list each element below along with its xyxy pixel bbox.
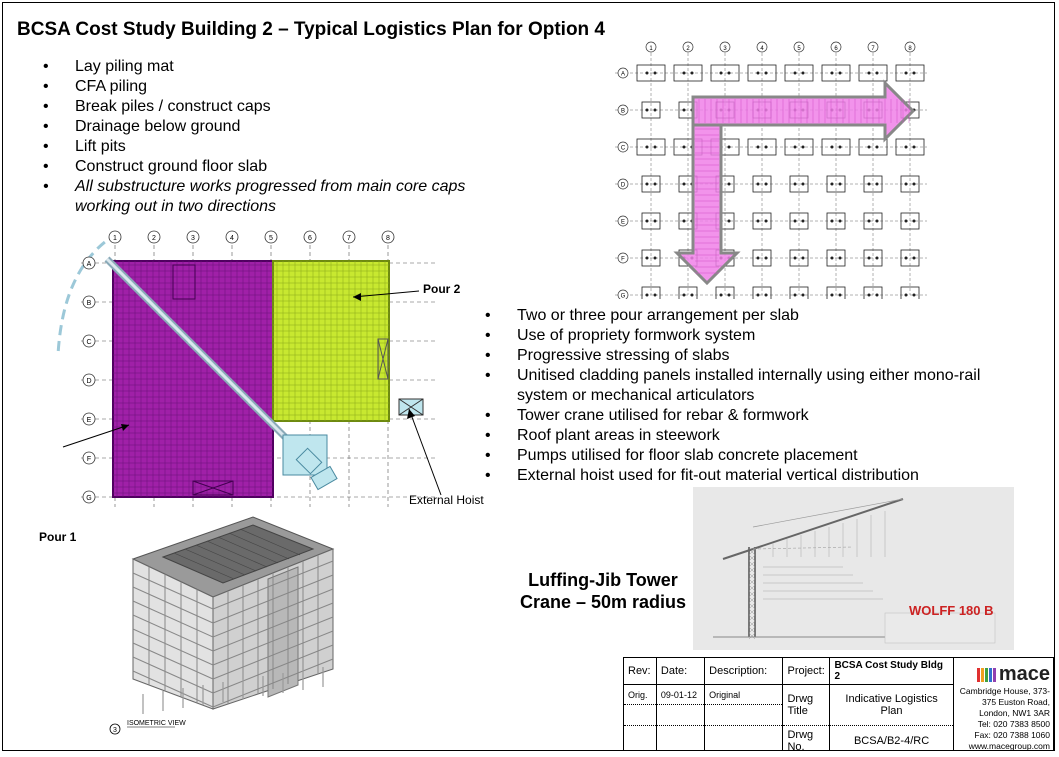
- substructure-bullet: All substructure works progressed from m…: [43, 177, 513, 217]
- pour-1-label: Pour 1: [39, 530, 77, 544]
- grid-row-bubble: D: [86, 378, 91, 385]
- superstructure-bullet: Roof plant areas in steework: [485, 426, 1025, 446]
- substructure-bullet: Drainage below ground: [43, 117, 513, 137]
- grid-col-bubble: 4: [230, 235, 234, 242]
- mace-logo-icon: [976, 668, 996, 683]
- pile-grid-row-bubble: G: [621, 294, 626, 300]
- substructure-bullet: CFA piling: [43, 77, 513, 97]
- superstructure-bullet: External hoist used for fit-out material…: [485, 466, 1025, 486]
- pile-grid-col-bubble: 2: [686, 46, 690, 52]
- company-tel: Tel: 020 7383 8500: [977, 718, 1050, 729]
- company-address: Cambridge House, 373-375 Euston Road, Lo…: [959, 685, 1050, 718]
- crane-caption-line-1: Luffing-Jib Tower: [528, 570, 678, 590]
- project-header: Project:: [782, 657, 831, 685]
- pile-grid-row-bubble: D: [621, 183, 626, 189]
- pile-grid-row-bubble: C: [621, 146, 626, 152]
- superstructure-bullet: Use of propriety formwork system: [485, 326, 1025, 346]
- pile-grid-col-bubble: 5: [797, 46, 801, 52]
- crane-elevation-drawing: [693, 487, 1014, 650]
- rev-header: Rev:: [623, 657, 657, 685]
- grid-col-bubble: 8: [386, 235, 390, 242]
- iso-view-number: 3: [113, 727, 117, 734]
- drwg-no-value: BCSA/B2-4/RC: [829, 725, 954, 750]
- company-block: mace Cambridge House, 373-375 Euston Roa…: [952, 657, 1054, 751]
- grid-row-bubble: B: [87, 300, 92, 307]
- pile-grid-col-bubble: 1: [649, 46, 653, 52]
- grid-col-bubble: 7: [347, 235, 351, 242]
- isometric-building-view: 3 ISOMETRIC VIEW: [109, 516, 335, 735]
- company-name: mace: [998, 662, 1050, 685]
- grid-col-bubble: 3: [191, 235, 195, 242]
- pile-grid-col-bubble: 7: [871, 46, 875, 52]
- drwg-title-header: Drwg Title: [782, 684, 831, 726]
- pile-grid-row-bubble: E: [621, 220, 625, 226]
- pour-2-label: Pour 2: [423, 282, 461, 296]
- drwg-title-value: Indicative Logistics Plan: [829, 684, 954, 726]
- crane-model-label: WOLFF 180 B: [909, 603, 994, 618]
- grid-col-bubble: 6: [308, 235, 312, 242]
- superstructure-bullet: Tower crane utilised for rebar & formwor…: [485, 406, 1025, 426]
- superstructure-bullet: Pumps utilised for floor slab concrete p…: [485, 446, 1025, 466]
- page-title: BCSA Cost Study Building 2 – Typical Log…: [17, 19, 605, 40]
- drwg-no-header: Drwg No.: [782, 725, 831, 750]
- rev-value: Orig.: [623, 684, 657, 705]
- pile-grid-row-bubble: A: [621, 72, 625, 78]
- superstructure-bullet-list: Two or three pour arrangement per slabUs…: [485, 306, 1025, 486]
- substructure-bullet-list: Lay piling matCFA pilingBreak piles / co…: [43, 57, 513, 217]
- date-value: 09-01-12: [655, 684, 706, 705]
- superstructure-bullet: Two or three pour arrangement per slab: [485, 306, 1025, 326]
- isometric-view-label: ISOMETRIC VIEW: [127, 720, 186, 727]
- crane-caption: Luffing-Jib Tower Crane – 50m radius: [503, 569, 703, 613]
- substructure-bullet: Break piles / construct caps: [43, 97, 513, 117]
- crane-caption-line-2: Crane – 50m radius: [519, 592, 687, 612]
- grid-row-bubble: C: [86, 339, 91, 346]
- grid-col-bubble: 2: [152, 235, 156, 242]
- pile-grid-row-bubble: B: [621, 109, 625, 115]
- piling-cap-plan: 1 2 3 4 5 6 7 8A B C D E F G: [615, 41, 927, 300]
- grid-row-bubble: E: [87, 417, 92, 424]
- description-value: Original: [704, 684, 784, 705]
- grid-col-bubble: 1: [113, 235, 117, 242]
- work-direction-arrow-east: [691, 79, 916, 143]
- date-header: Date:: [655, 657, 706, 685]
- description-header: Description:: [704, 657, 784, 685]
- pile-grid-row-bubble: F: [621, 257, 625, 263]
- company-fax: Fax: 020 7388 1060: [974, 729, 1050, 740]
- grid-row-bubble: G: [86, 495, 91, 502]
- logistics-plan: 1 2 3 4 5 6 7 8A B C D E F G: [56, 230, 442, 507]
- crane-radius-arc: [56, 231, 119, 356]
- project-value: BCSA Cost Study Bldg 2: [829, 657, 954, 685]
- pile-grid-col-bubble: 3: [723, 46, 727, 52]
- superstructure-bullet: Progressive stressing of slabs: [485, 346, 1025, 366]
- substructure-bullet: Lift pits: [43, 137, 513, 157]
- substructure-bullet: Lay piling mat: [43, 57, 513, 77]
- pile-grid-col-bubble: 8: [908, 46, 912, 52]
- drawing-title-block: Rev: Date: Description: Project: BCSA Co…: [623, 657, 1054, 751]
- work-direction-arrow-south: [673, 123, 741, 286]
- substructure-bullet: Construct ground floor slab: [43, 157, 513, 177]
- mace-logo: mace: [957, 663, 1050, 686]
- grid-row-bubble: A: [87, 261, 92, 268]
- superstructure-bullet: Unitised cladding panels installed inter…: [485, 366, 1025, 406]
- grid-row-bubble: F: [87, 456, 91, 463]
- pile-grid-col-bubble: 4: [760, 46, 764, 52]
- pile-grid-col-bubble: 6: [834, 46, 838, 52]
- external-hoist-label: External Hoist: [409, 493, 484, 507]
- grid-col-bubble: 5: [269, 235, 273, 242]
- company-web: www.macegroup.com: [968, 740, 1050, 751]
